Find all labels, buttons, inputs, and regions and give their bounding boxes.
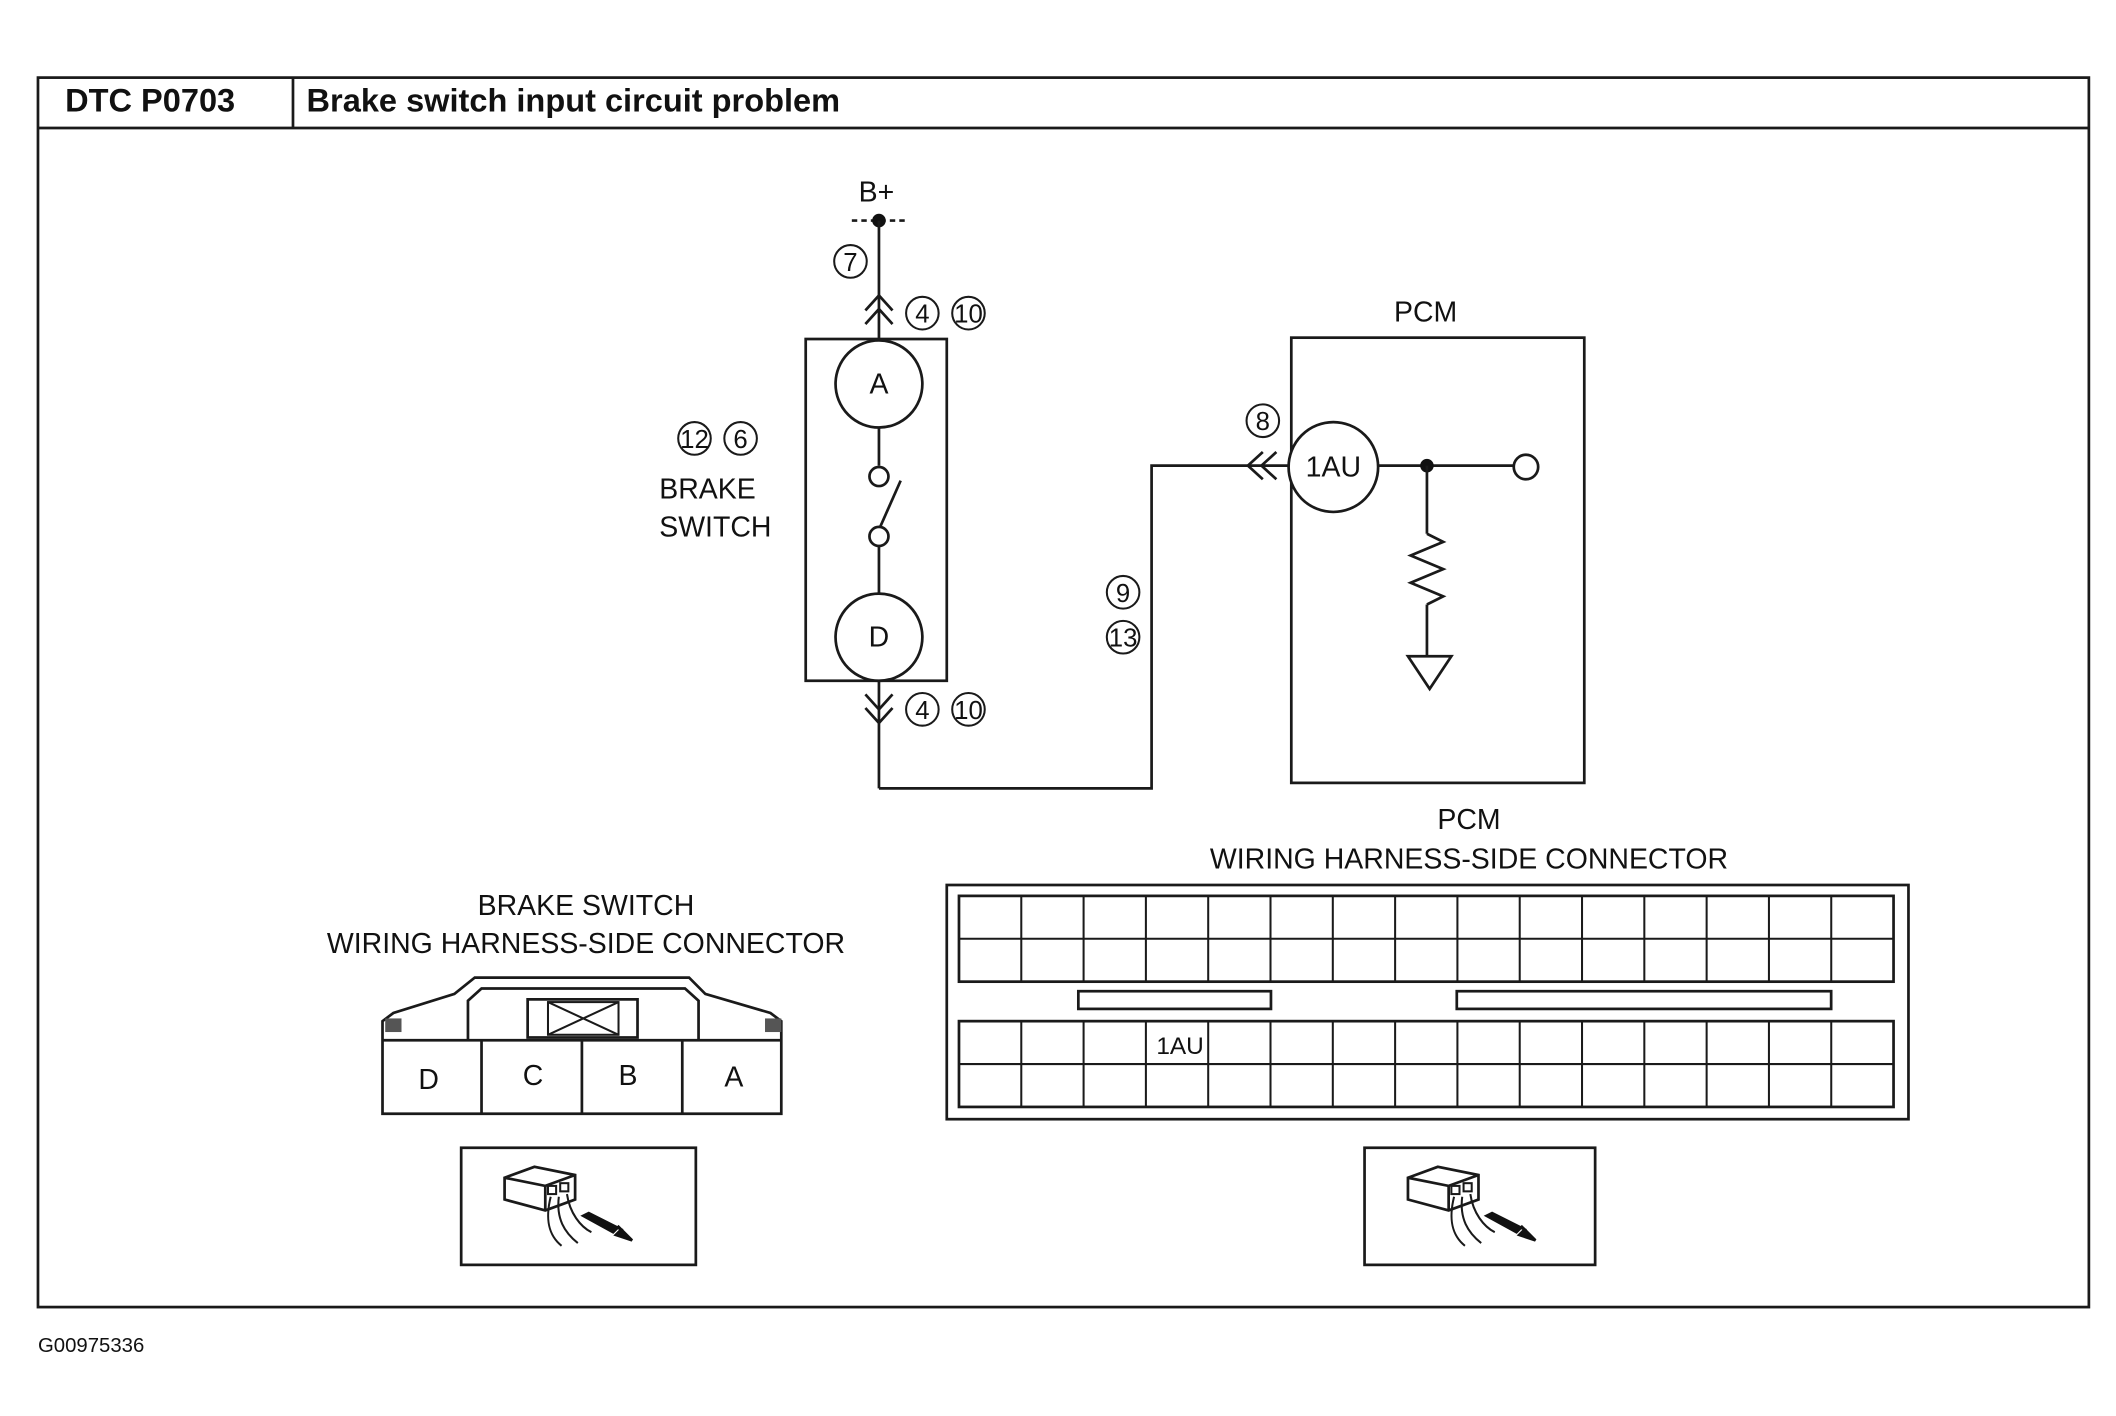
svg-text:4: 4 bbox=[915, 301, 929, 329]
upper-connector-symbol bbox=[864, 293, 894, 325]
ground-symbol bbox=[1405, 654, 1454, 692]
svg-text:10: 10 bbox=[954, 301, 983, 329]
svg-text:4: 4 bbox=[915, 697, 929, 725]
pcm-connector-pin-1au: 1AU bbox=[1156, 1033, 1203, 1060]
brake-switch-label-line1: BRAKE bbox=[659, 473, 755, 505]
brake-connector-pin-d: D bbox=[418, 1064, 439, 1096]
brake-connector-pin-c: C bbox=[523, 1060, 544, 1092]
callout-signal-wire: 9 13 bbox=[1105, 574, 1141, 655]
switch-contact-bottom bbox=[868, 525, 890, 548]
svg-text:10: 10 bbox=[954, 697, 983, 725]
pcm-input-node bbox=[1512, 453, 1540, 481]
pcm-connector-key-left bbox=[1076, 989, 1273, 1011]
pcm-connector-outline bbox=[945, 883, 1910, 1121]
pcm-input-connector-symbol bbox=[1245, 451, 1278, 481]
brake-connector-face bbox=[381, 976, 783, 1116]
callout-upper-connector: 4 10 bbox=[905, 295, 986, 331]
svg-text:9: 9 bbox=[1116, 580, 1130, 608]
svg-text:12: 12 bbox=[680, 426, 709, 454]
callout-switch: 12 6 bbox=[677, 421, 758, 456]
pcm-connector-key-right bbox=[1455, 989, 1833, 1011]
svg-text:6: 6 bbox=[733, 426, 747, 454]
callout-pcm-input: 8 bbox=[1245, 403, 1281, 439]
dtc-title: Brake switch input circuit problem bbox=[307, 82, 841, 119]
signal-wire bbox=[878, 464, 1292, 790]
pcm-connector-title-line1: PCM bbox=[1437, 804, 1500, 836]
pcm-connector-title-line2: WIRING HARNESS-SIDE CONNECTOR bbox=[1210, 844, 1728, 876]
brake-connector-pin-a: A bbox=[724, 1061, 743, 1093]
pcm-terminal-1au-label: 1AU bbox=[1306, 451, 1361, 483]
power-label: B+ bbox=[859, 176, 895, 208]
callout-power-wire: 7 bbox=[833, 244, 868, 279]
pcm-body bbox=[1289, 336, 1586, 785]
brake-switch-label-line2: SWITCH bbox=[659, 511, 771, 543]
pcm-connector-upper-pin-rows bbox=[957, 894, 1895, 984]
pcm-connector-lower-pin-rows bbox=[957, 1019, 1895, 1109]
brake-connector-pin-b: B bbox=[619, 1060, 638, 1092]
pcm-label: PCM bbox=[1394, 296, 1457, 328]
pcm-connector-view-icon bbox=[1363, 1146, 1597, 1267]
figure-id: G00975336 bbox=[38, 1335, 144, 1357]
svg-text:13: 13 bbox=[1109, 625, 1138, 653]
dtc-code: DTC P0703 bbox=[65, 82, 235, 119]
switch-blade bbox=[877, 480, 902, 531]
brake-connector-title-line2: WIRING HARNESS-SIDE CONNECTOR bbox=[327, 928, 845, 960]
terminal-d-label: D bbox=[869, 622, 890, 654]
brake-connector-title-line1: BRAKE SWITCH bbox=[478, 890, 695, 922]
svg-text:8: 8 bbox=[1256, 408, 1270, 436]
switch-contact-top bbox=[868, 465, 890, 488]
callout-lower-connector: 4 10 bbox=[905, 692, 986, 727]
brake-connector-lock-tab bbox=[526, 998, 639, 1039]
brake-connector-view-icon bbox=[459, 1146, 698, 1267]
svg-text:7: 7 bbox=[843, 249, 857, 277]
pcm-pulldown-resistor bbox=[1407, 532, 1447, 606]
diagram-frame bbox=[36, 76, 2091, 1309]
lower-connector-symbol bbox=[864, 693, 894, 726]
terminal-a-label: A bbox=[869, 368, 888, 400]
